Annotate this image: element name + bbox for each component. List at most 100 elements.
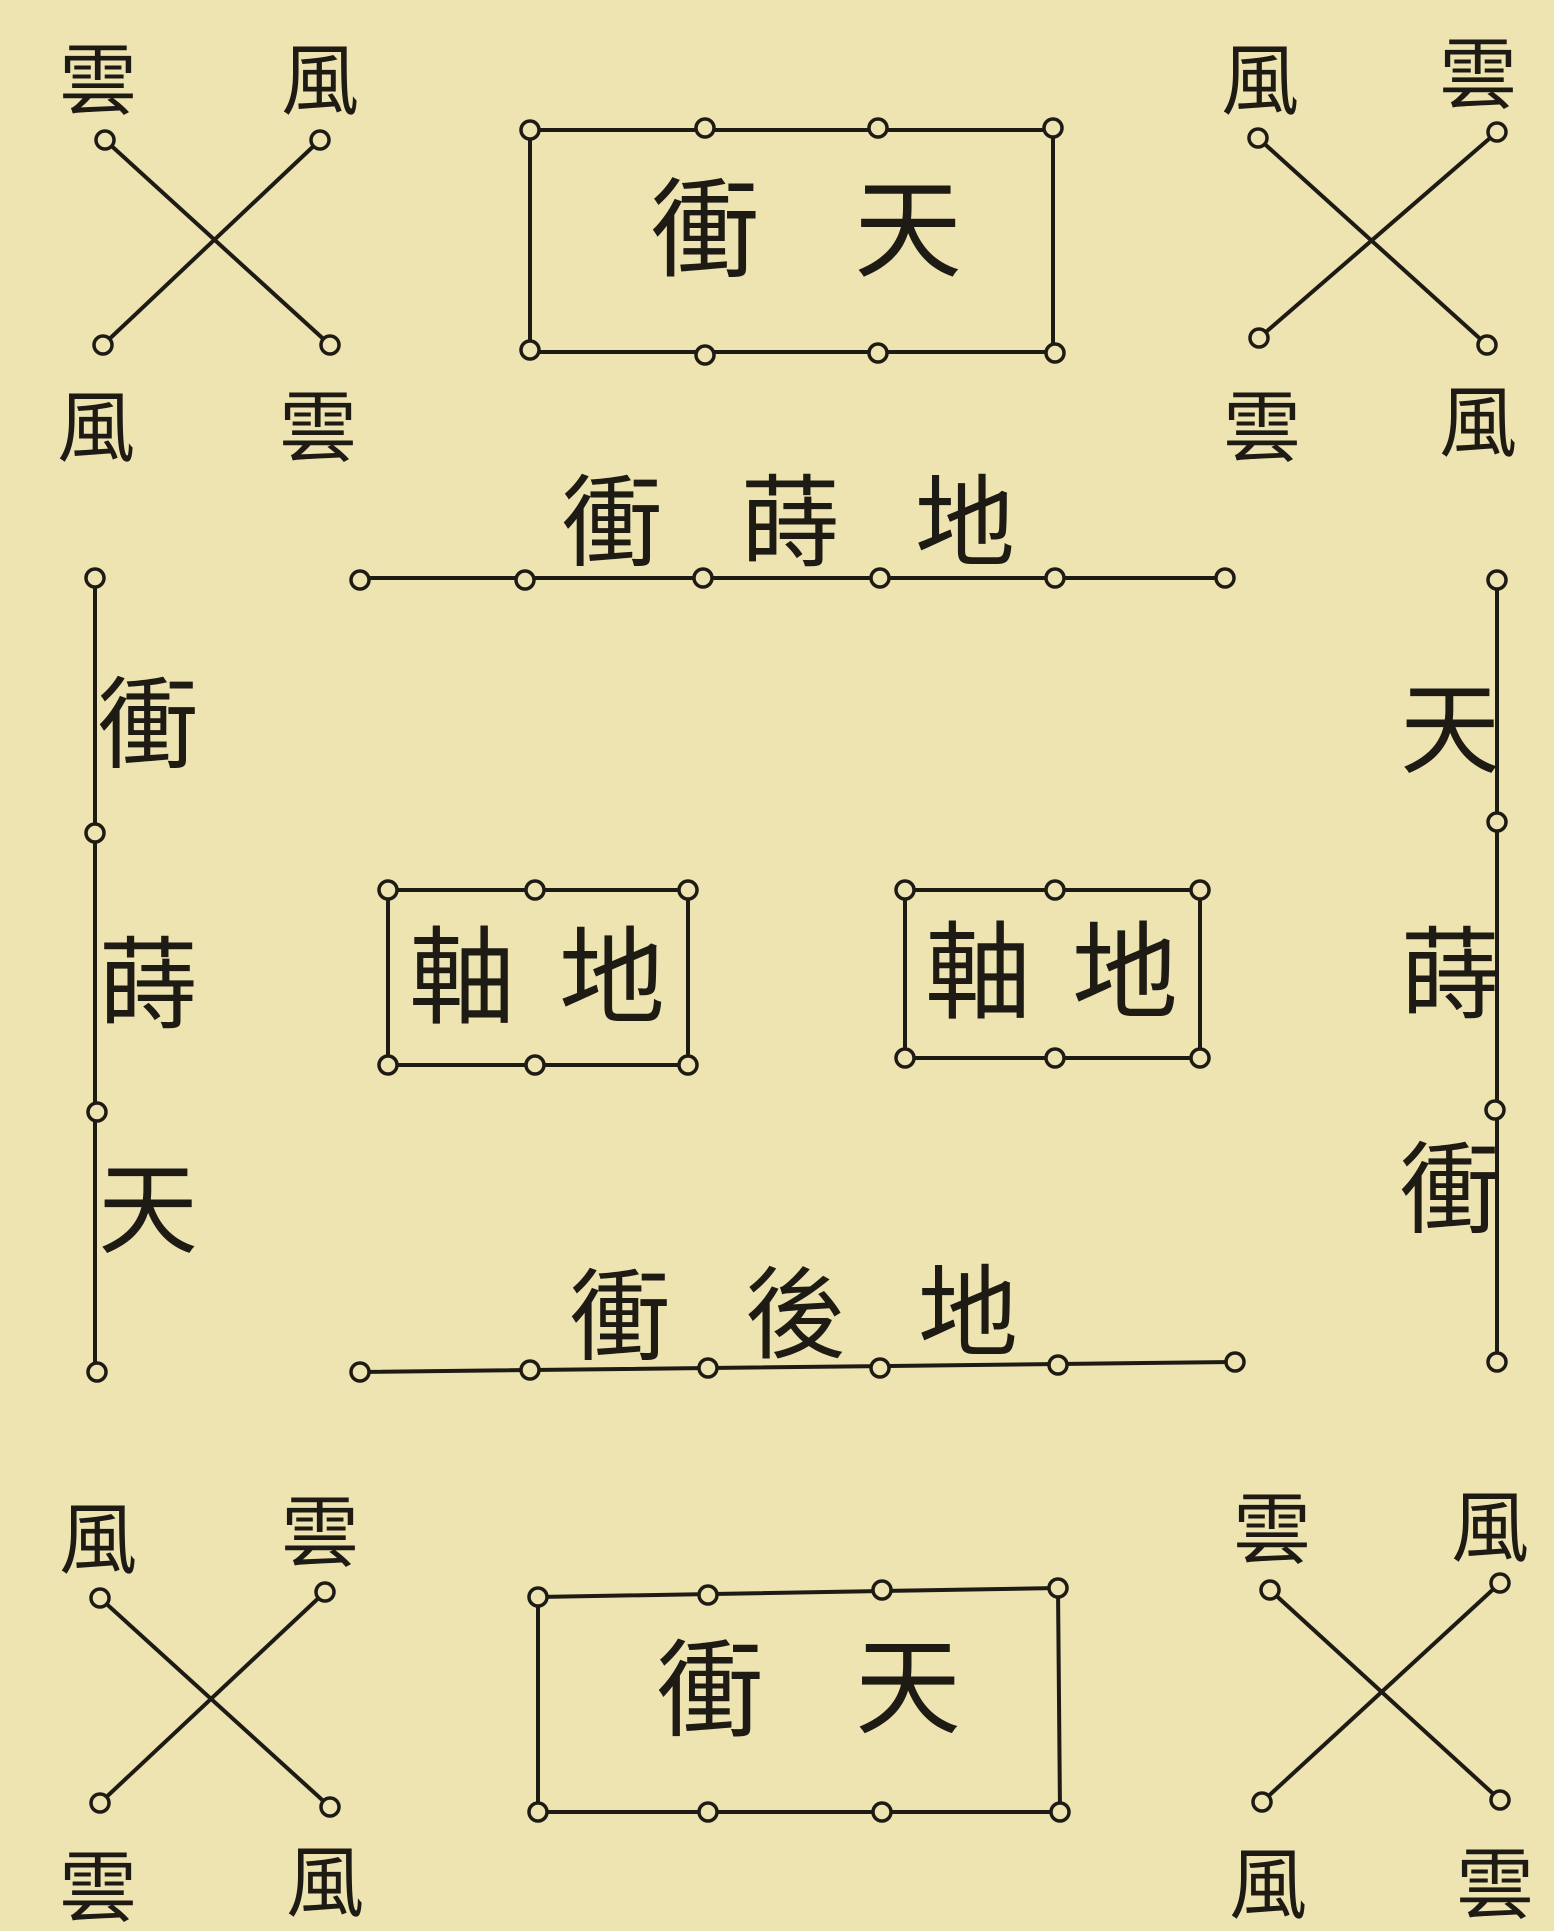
node — [319, 334, 341, 356]
node — [871, 1801, 893, 1823]
corner-char: 雲 — [1223, 384, 1301, 474]
node — [377, 1054, 399, 1076]
column-char: 衝 — [98, 667, 198, 784]
cross-line — [103, 138, 332, 347]
cross-line — [101, 138, 322, 347]
node — [1044, 879, 1066, 901]
corner-char: 風 — [1451, 1484, 1529, 1574]
node — [1224, 1351, 1246, 1373]
node — [1489, 1789, 1511, 1811]
rear-row: 衝 後 地 — [349, 1255, 1246, 1383]
node — [92, 334, 114, 356]
corner-char: 風 — [1229, 1841, 1307, 1931]
column-char: 天 — [1400, 672, 1500, 789]
node — [1484, 1099, 1506, 1121]
node — [349, 1361, 371, 1383]
corner-char: 風 — [281, 37, 359, 127]
node — [1044, 567, 1066, 589]
node — [867, 117, 889, 139]
corner-char: 雲 — [59, 37, 137, 127]
node — [84, 822, 106, 844]
node — [89, 1792, 111, 1814]
corner-formation-top-left: 雲 風 風 雲 — [57, 37, 359, 474]
column-char: 天 — [98, 1152, 198, 1269]
node — [86, 1361, 108, 1383]
node — [1044, 1047, 1066, 1069]
node — [1489, 1572, 1511, 1594]
node — [694, 344, 716, 366]
node — [694, 117, 716, 139]
cross-line — [1260, 1581, 1502, 1804]
node — [871, 1579, 893, 1601]
axis-box-left: 軸 地 — [377, 879, 699, 1076]
node — [514, 569, 536, 591]
node — [1248, 327, 1270, 349]
corner-char: 風 — [59, 1496, 137, 1586]
node — [697, 1357, 719, 1379]
row-char: 衝 — [562, 465, 662, 582]
box-char: 衝 — [651, 169, 759, 294]
node — [94, 129, 116, 151]
node — [1486, 569, 1508, 591]
corner-char: 雲 — [1456, 1841, 1534, 1931]
corner-char: 風 — [1439, 379, 1517, 469]
node — [84, 567, 106, 589]
box-char: 軸 — [409, 917, 515, 1040]
left-column: 衝 蒔 天 — [84, 567, 198, 1383]
corner-char: 風 — [1221, 37, 1299, 127]
row-char: 後 — [745, 1257, 845, 1374]
box-edge — [536, 1586, 1060, 1599]
node — [527, 1586, 549, 1608]
cross-line — [1268, 1588, 1502, 1802]
node — [377, 879, 399, 901]
node — [1047, 1354, 1069, 1376]
node — [1044, 342, 1066, 364]
node — [1259, 1579, 1281, 1601]
node — [677, 1054, 699, 1076]
node — [894, 879, 916, 901]
node — [524, 1054, 546, 1076]
node — [519, 119, 541, 141]
corner-char: 雲 — [281, 1489, 359, 1579]
box-char: 軸 — [925, 912, 1031, 1035]
corner-char: 雲 — [279, 384, 357, 474]
row-line — [358, 1360, 1237, 1374]
box-char: 衝 — [657, 1630, 763, 1753]
node — [519, 1359, 541, 1381]
box-char: 天 — [855, 1627, 961, 1750]
node — [1486, 121, 1508, 143]
node — [524, 879, 546, 901]
box-char: 天 — [854, 169, 962, 294]
column-char: 衝 — [1400, 1132, 1500, 1249]
corner-char: 雲 — [1439, 31, 1517, 121]
node — [527, 1801, 549, 1823]
box-char: 地 — [559, 917, 665, 1040]
box-edge — [1056, 1586, 1062, 1814]
bottom-box: 衝 天 — [527, 1577, 1071, 1823]
column-char: 蒔 — [1400, 917, 1500, 1034]
node — [86, 1101, 108, 1123]
node — [677, 879, 699, 901]
corner-formation-top-right: 風 雲 雲 風 — [1221, 31, 1517, 474]
row-char: 衝 — [570, 1259, 670, 1376]
node — [1189, 1047, 1211, 1069]
right-column: 天 蒔 衝 — [1400, 569, 1508, 1373]
column-char: 蒔 — [98, 927, 198, 1044]
front-row: 衝 蒔 地 — [349, 465, 1236, 591]
node — [1247, 127, 1269, 149]
top-box: 衝 天 — [519, 117, 1066, 366]
node — [1214, 567, 1236, 589]
node — [349, 569, 371, 591]
node — [319, 1796, 341, 1818]
node — [869, 1357, 891, 1379]
corner-char: 雲 — [59, 1844, 137, 1931]
node — [1047, 1577, 1069, 1599]
node — [869, 567, 891, 589]
corner-char: 風 — [286, 1839, 364, 1929]
row-char: 蒔 — [740, 465, 840, 582]
row-char: 地 — [915, 465, 1015, 582]
node — [867, 342, 889, 364]
